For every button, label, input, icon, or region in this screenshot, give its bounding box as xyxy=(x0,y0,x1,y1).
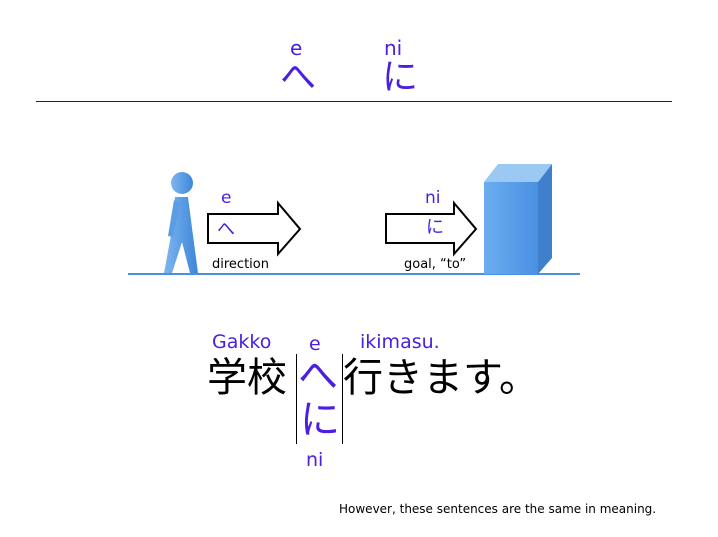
walking-person-icon xyxy=(164,172,198,273)
diagram-kana-ni: に xyxy=(426,217,444,238)
particle-bracket-right xyxy=(342,354,343,444)
diagram-kana-e: へ xyxy=(217,219,235,240)
sentence-verb: 行きます。 xyxy=(343,355,539,401)
right-arrow-icon xyxy=(385,200,478,257)
diagram-romaji-ni: ni xyxy=(425,188,441,208)
sentence-particle-ni: に xyxy=(300,397,340,443)
title-kana-e: へ xyxy=(280,57,317,98)
sentence-particle-e: へ xyxy=(298,353,338,399)
diagram-label-direction: direction xyxy=(212,257,269,272)
sentence-romaji-gakko: Gakko xyxy=(212,331,272,353)
diagram-romaji-e: e xyxy=(221,188,232,208)
direction-diagram xyxy=(128,164,580,275)
title-kana-ni: に xyxy=(382,57,419,98)
right-arrow-icon xyxy=(207,200,302,257)
particle-bracket-left xyxy=(296,354,297,444)
sentence-romaji-ni: ni xyxy=(306,449,324,471)
title-divider xyxy=(36,101,672,102)
sentence-romaji-ikimasu: ikimasu. xyxy=(360,331,440,353)
title-romaji-ni: ni xyxy=(384,36,403,60)
diagram-label-goal: goal, “to” xyxy=(404,257,467,272)
sentence-word-school: 学校 xyxy=(207,355,287,401)
footer-note: However, these sentences are the same in… xyxy=(339,502,657,516)
building-block-icon xyxy=(484,164,552,274)
title-romaji-e: e xyxy=(290,36,303,60)
sentence-romaji-e: e xyxy=(309,333,321,355)
